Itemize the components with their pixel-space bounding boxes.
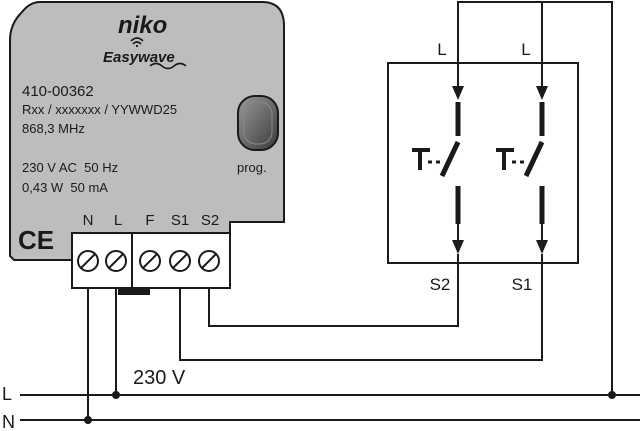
production-code: Rxx / xxxxxxx / YYWWD25 (22, 102, 177, 117)
model-number: 410-00362 (22, 83, 94, 100)
junction-l (112, 391, 120, 399)
wiring (20, 1, 640, 424)
switch-input-label-2: L (521, 40, 530, 59)
signal-icon (130, 37, 144, 48)
terminal-label-f: F (145, 212, 154, 229)
terminal-screw-s1 (169, 250, 191, 272)
prog-button[interactable] (237, 95, 279, 151)
mains-voltage-label: 230 V (133, 367, 186, 389)
wire-s1 (179, 263, 543, 361)
receiver-module: niko Easywave 410-00362 Rxx / xxxxxxx / … (9, 0, 285, 295)
terminal-label-s2: S2 (201, 212, 219, 229)
switch-output-label-s2: S2 (430, 275, 451, 294)
terminal-screw-n (77, 250, 99, 272)
wire-l-feed (457, 1, 613, 395)
wire-s2 (208, 263, 459, 327)
brand-logo: niko (118, 12, 167, 39)
prog-label: prog. (237, 160, 267, 175)
terminal-screw-l (105, 250, 127, 272)
module-housing (9, 0, 285, 289)
switch-input-label-1: L (437, 40, 446, 59)
terminal-screw-f (139, 250, 161, 272)
switch-output-label-s1: S1 (512, 275, 533, 294)
junction-l-feed (608, 391, 616, 399)
switch-enclosure (387, 62, 579, 264)
wave-underline (149, 62, 187, 70)
consumption-label: 0,43 W 50 mA (22, 180, 108, 195)
terminal-label-n: N (83, 212, 94, 229)
terminal-bridge (118, 289, 150, 295)
product-line-logo: Easywave (103, 49, 175, 66)
mains-label-n: N (2, 412, 15, 431)
mains-label-l: L (2, 384, 12, 404)
terminal-label-l: L (114, 212, 122, 229)
frequency-label: 868,3 MHz (22, 121, 85, 136)
ce-mark: CE (18, 225, 54, 255)
pushbutton-switch-1 (412, 63, 464, 263)
terminal-screw-s2 (198, 250, 220, 272)
pushbutton-box: L L (387, 40, 579, 294)
pushbutton-switch-2 (496, 63, 548, 263)
junction-n (84, 416, 92, 424)
terminal-label-s1: S1 (171, 212, 189, 229)
supply-label: 230 V AC 50 Hz (22, 160, 118, 175)
